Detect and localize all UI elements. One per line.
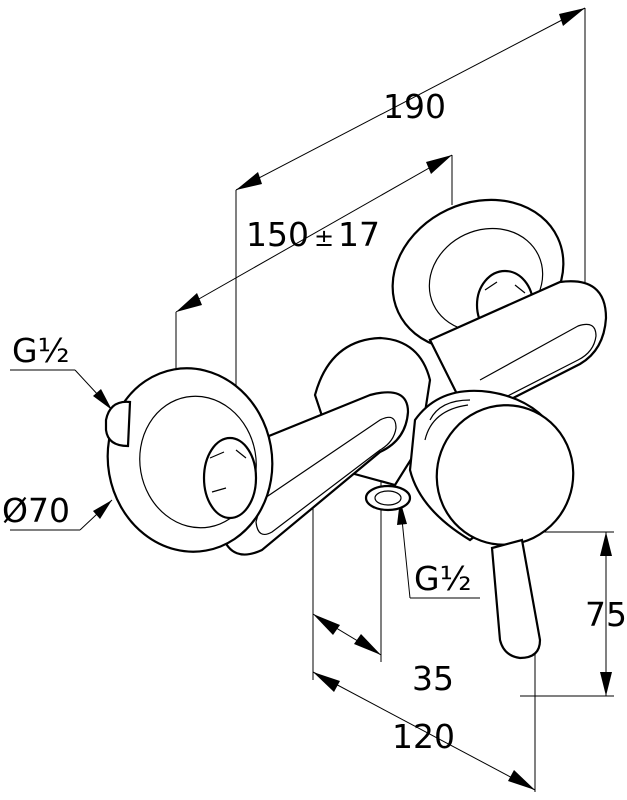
dimension-190 — [235, 7, 586, 520]
dimension-190-label: 190 — [383, 87, 446, 126]
dimension-150 — [175, 154, 453, 370]
lever-handle — [490, 538, 542, 660]
right-handle-arm — [428, 280, 608, 422]
dimension-150-label: 150 — [246, 215, 309, 254]
dimension-120-label: 120 — [392, 717, 455, 756]
dimension-150-tolerance-label: 17 — [338, 215, 380, 254]
dimension-75-label: 75 — [585, 595, 627, 634]
tolerance-symbol: ± — [314, 224, 334, 252]
leader-inlet-thread — [10, 369, 113, 411]
rosette-diameter-label: Ø70 — [2, 491, 70, 530]
leader-rosette — [10, 499, 113, 531]
left-handle-arm — [220, 391, 410, 556]
dimension-35-label: 35 — [412, 659, 454, 698]
inlet-thread-label: G½ — [12, 331, 70, 370]
dimension-120 — [312, 640, 536, 792]
cartridge-cylinder — [408, 389, 575, 546]
dimension-35 — [312, 440, 382, 680]
left-rosette — [106, 367, 274, 553]
inlet-connector — [104, 400, 132, 448]
dimension-75 — [520, 531, 614, 697]
outlet-thread-label: G½ — [414, 559, 472, 598]
